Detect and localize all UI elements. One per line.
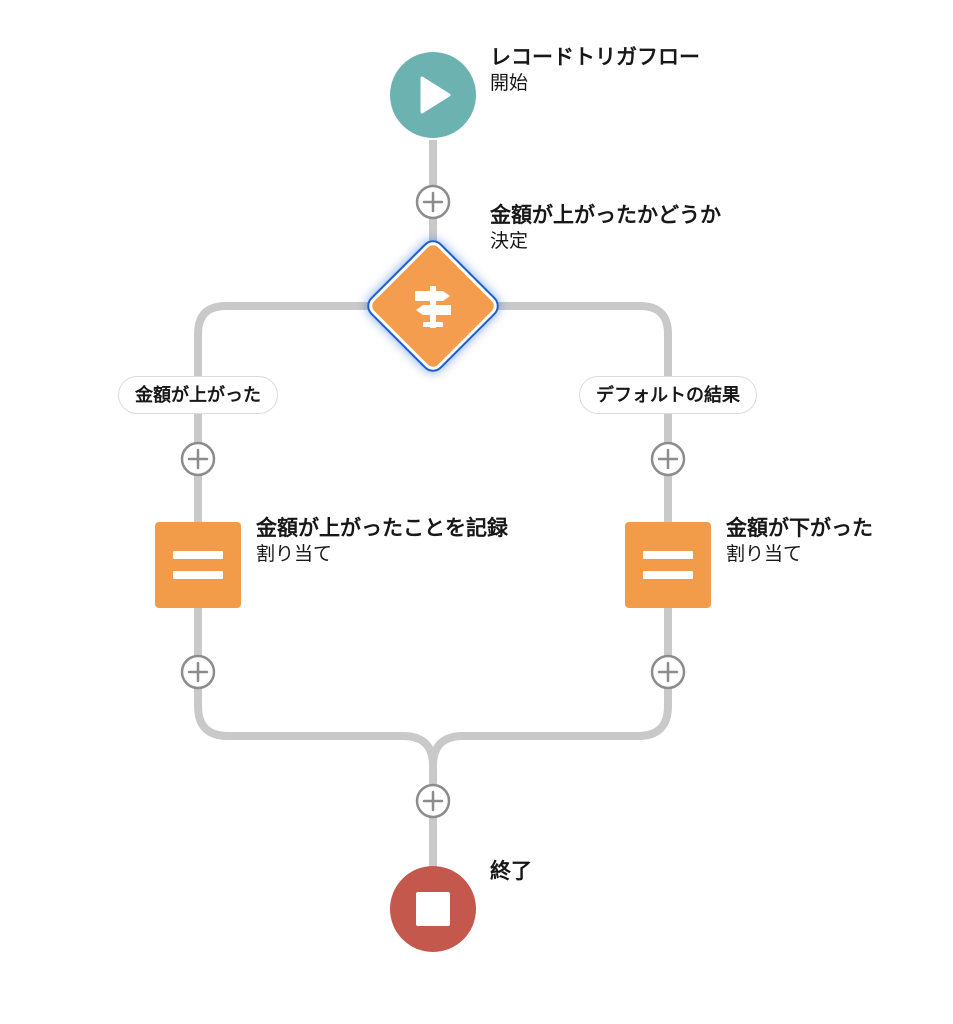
start-node[interactable] [390, 52, 476, 138]
connector-branch-left [194, 302, 390, 522]
start-label: レコードトリガフロー 開始 [490, 44, 700, 96]
start-type: 開始 [490, 72, 529, 95]
end-node[interactable] [390, 866, 476, 952]
plus-icon [415, 184, 451, 220]
add-element-button[interactable] [180, 654, 216, 690]
assignment-left-title: 金額が上がったことを記録 [256, 516, 508, 540]
add-element-button[interactable] [415, 783, 451, 819]
branch-label-right[interactable]: デフォルトの結果 [579, 376, 757, 414]
plus-icon [180, 441, 216, 477]
stop-icon [390, 866, 476, 952]
plus-icon [650, 654, 686, 690]
plus-icon [415, 783, 451, 819]
decision-type: 決定 [490, 230, 529, 253]
end-title: 終了 [490, 859, 532, 883]
equals-icon [155, 522, 241, 608]
decision-title: 金額が上がったかどうか [490, 203, 721, 227]
assignment-node-right[interactable] [625, 522, 711, 608]
branch-label-left[interactable]: 金額が上がった [118, 376, 278, 414]
assignment-node-left[interactable] [155, 522, 241, 608]
plus-icon [180, 654, 216, 690]
end-label: 終了 [490, 858, 532, 884]
plus-icon [650, 441, 686, 477]
start-title: レコードトリガフロー [490, 45, 700, 69]
assignment-right-label: 金額が下がった 割り当て [726, 515, 873, 567]
add-element-button[interactable] [650, 654, 686, 690]
assignment-left-label: 金額が上がったことを記録 割り当て [256, 515, 508, 567]
play-icon [390, 52, 476, 138]
add-element-button[interactable] [650, 441, 686, 477]
equals-icon [625, 522, 711, 608]
decision-label: 金額が上がったかどうか 決定 [490, 202, 721, 254]
assignment-right-type: 割り当て [726, 543, 803, 566]
add-element-button[interactable] [180, 441, 216, 477]
assignment-left-type: 割り当て [256, 543, 333, 566]
connector-merge-right [429, 608, 672, 767]
add-element-button[interactable] [415, 184, 451, 220]
assignment-right-title: 金額が下がった [726, 516, 873, 540]
connector-branch-right [476, 302, 672, 522]
connector-merge-left [194, 608, 437, 767]
